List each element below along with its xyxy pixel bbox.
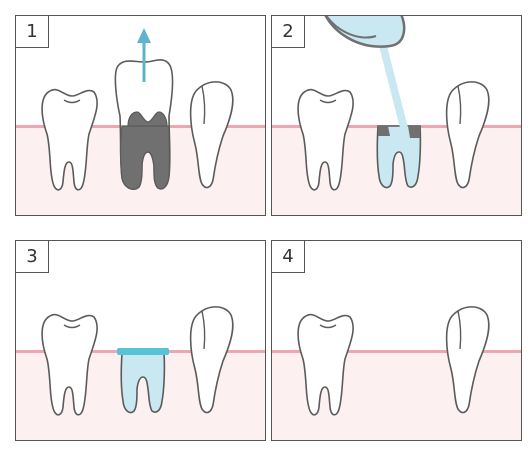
step-1-illustration bbox=[16, 28, 265, 215]
right-tooth bbox=[189, 81, 234, 189]
root-seal bbox=[117, 348, 169, 355]
left-molar bbox=[297, 88, 354, 191]
pulp-chamber bbox=[127, 111, 168, 127]
pulp-remnant-right bbox=[408, 126, 420, 138]
right-tooth bbox=[189, 306, 234, 414]
step-2-illustration bbox=[272, 16, 521, 215]
step-3-illustration bbox=[16, 306, 265, 440]
step-3-label: 3 bbox=[16, 241, 49, 273]
filled-root bbox=[376, 125, 422, 189]
pulp-remnant-left bbox=[378, 126, 390, 136]
left-molar bbox=[41, 313, 98, 416]
step-1-label: 1 bbox=[16, 16, 49, 48]
syringe-stream bbox=[378, 42, 408, 128]
right-tooth-ridge bbox=[201, 310, 206, 350]
left-molar-groove bbox=[63, 324, 81, 329]
right-tooth-ridge bbox=[201, 85, 206, 125]
left-molar bbox=[297, 313, 354, 416]
left-molar-groove bbox=[319, 324, 337, 329]
left-molar-groove bbox=[319, 99, 337, 104]
right-tooth-ridge bbox=[457, 310, 462, 350]
step-4-illustration bbox=[272, 306, 521, 440]
removed-pulp bbox=[119, 125, 171, 190]
filled-root bbox=[120, 352, 166, 414]
step-2-panel: 2 bbox=[271, 15, 522, 216]
up-arrow-icon bbox=[137, 28, 151, 43]
step-1-panel: 1 bbox=[15, 15, 266, 216]
right-tooth bbox=[445, 81, 490, 189]
right-tooth bbox=[445, 306, 490, 414]
step-2-label: 2 bbox=[272, 16, 305, 48]
step-4-label: 4 bbox=[272, 241, 305, 273]
right-tooth-ridge bbox=[457, 85, 462, 125]
left-molar bbox=[41, 88, 98, 191]
syringe-icon bbox=[324, 16, 406, 48]
syringe-body bbox=[325, 16, 377, 39]
left-molar-groove bbox=[63, 99, 81, 104]
step-4-panel: 4 bbox=[271, 240, 522, 441]
step-3-panel: 3 bbox=[15, 240, 266, 441]
